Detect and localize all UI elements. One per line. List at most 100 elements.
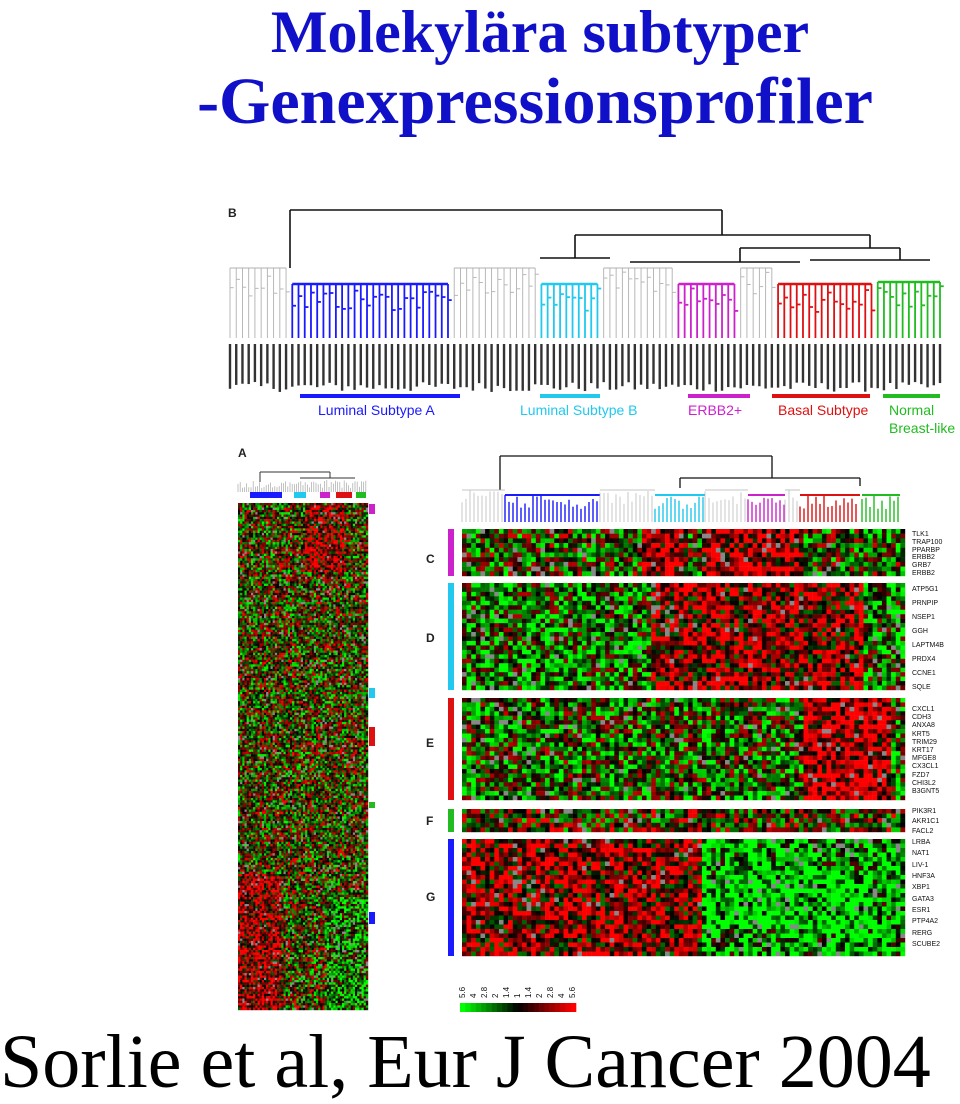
heatmap-cell bbox=[279, 591, 281, 594]
heatmap-cell bbox=[349, 632, 351, 635]
heatmap-cell bbox=[284, 521, 286, 524]
heatmap-cell bbox=[312, 515, 314, 518]
heatmap-cell bbox=[310, 584, 312, 587]
heatmap-cell bbox=[264, 664, 266, 667]
heatmap-cell bbox=[349, 503, 351, 506]
heatmap-cell bbox=[249, 644, 251, 647]
heatmap-cell bbox=[355, 561, 357, 564]
heatmap-cell bbox=[271, 510, 273, 513]
heatmap-cell bbox=[281, 653, 283, 656]
heatmap-cell bbox=[344, 664, 346, 667]
heatmap-cell bbox=[262, 515, 264, 518]
heatmap-cell bbox=[336, 519, 338, 522]
heatmap-cell bbox=[294, 551, 296, 554]
heatmap-cell bbox=[242, 588, 244, 591]
heatmap-cell bbox=[323, 669, 325, 672]
heatmap-cell bbox=[325, 660, 327, 663]
heatmap-cell bbox=[238, 574, 240, 577]
heatmap-cell bbox=[238, 671, 240, 674]
heatmap-cell bbox=[284, 648, 286, 651]
heatmap-cell bbox=[355, 648, 357, 651]
heatmap-cell bbox=[279, 623, 281, 626]
heatmap-cell bbox=[281, 547, 283, 550]
heatmap-cell bbox=[342, 526, 344, 529]
heatmap-cell bbox=[266, 503, 268, 506]
heatmap-cell bbox=[346, 579, 348, 582]
heatmap-cell bbox=[266, 505, 268, 508]
heatmap-cell bbox=[294, 600, 296, 603]
heatmap-cell bbox=[303, 621, 305, 624]
heatmap-cell bbox=[297, 593, 299, 596]
heatmap-cell bbox=[357, 660, 359, 663]
heatmap-cell bbox=[303, 521, 305, 524]
heatmap-cell bbox=[351, 655, 353, 658]
heatmap-cell bbox=[245, 535, 247, 538]
heatmap-cell bbox=[275, 662, 277, 665]
heatmap-cell bbox=[292, 531, 294, 534]
heatmap-cell bbox=[294, 667, 296, 670]
heatmap-cell bbox=[327, 625, 329, 628]
heatmap-cell bbox=[292, 533, 294, 536]
heatmap-cell bbox=[307, 597, 309, 600]
heatmap-cell bbox=[281, 503, 283, 506]
heatmap-cell bbox=[333, 561, 335, 564]
heatmap-cell bbox=[353, 597, 355, 600]
heatmap-cell bbox=[266, 528, 268, 531]
heatmap-cell bbox=[340, 570, 342, 573]
heatmap-cell bbox=[316, 664, 318, 667]
heatmap-cell bbox=[286, 671, 288, 674]
heatmap-cell bbox=[266, 547, 268, 550]
heatmap-cell bbox=[242, 519, 244, 522]
heatmap-cell bbox=[323, 664, 325, 667]
heatmap-cell bbox=[266, 646, 268, 649]
heatmap-cell bbox=[357, 609, 359, 612]
heatmap-cell bbox=[357, 517, 359, 520]
heatmap-cell bbox=[344, 667, 346, 670]
heatmap-cell bbox=[364, 616, 366, 619]
heatmap-cell bbox=[245, 602, 247, 605]
heatmap-cell bbox=[353, 579, 355, 582]
heatmap-cell bbox=[346, 660, 348, 663]
heatmap-cell bbox=[323, 602, 325, 605]
heatmap-cell bbox=[307, 667, 309, 670]
heatmap-cell bbox=[251, 604, 253, 607]
heatmap-cell bbox=[340, 574, 342, 577]
heatmap-cell bbox=[362, 535, 364, 538]
heatmap-cell bbox=[294, 563, 296, 566]
heatmap-cell bbox=[336, 625, 338, 628]
heatmap-cell bbox=[277, 528, 279, 531]
heatmap-cell bbox=[366, 572, 368, 575]
heatmap-cell bbox=[253, 597, 255, 600]
heatmap-cell bbox=[318, 565, 320, 568]
heatmap-cell bbox=[247, 547, 249, 550]
heatmap-cell bbox=[255, 586, 257, 589]
heatmap-cell bbox=[327, 505, 329, 508]
heatmap-cell bbox=[260, 641, 262, 644]
heatmap-cell bbox=[290, 625, 292, 628]
heatmap-cell bbox=[307, 554, 309, 557]
heatmap-cell bbox=[351, 623, 353, 626]
heatmap-cell bbox=[307, 517, 309, 520]
heatmap-cell bbox=[284, 538, 286, 541]
heatmap-cell bbox=[266, 607, 268, 610]
heatmap-cell bbox=[318, 614, 320, 617]
heatmap-cell bbox=[312, 646, 314, 649]
heatmap-cell bbox=[340, 669, 342, 672]
heatmap-cell bbox=[307, 614, 309, 617]
heatmap-cell bbox=[258, 602, 260, 605]
heatmap-cell bbox=[336, 639, 338, 642]
heatmap-cell bbox=[271, 515, 273, 518]
heatmap-cell bbox=[314, 602, 316, 605]
heatmap-cell bbox=[242, 531, 244, 534]
heatmap-cell bbox=[255, 584, 257, 587]
heatmap-cell bbox=[238, 664, 240, 667]
heatmap-cell bbox=[264, 574, 266, 577]
heatmap-cell bbox=[275, 554, 277, 557]
heatmap-cell bbox=[273, 644, 275, 647]
heatmap-cell bbox=[240, 648, 242, 651]
heatmap-cell bbox=[312, 521, 314, 524]
heatmap-cell bbox=[268, 607, 270, 610]
heatmap-cell bbox=[264, 632, 266, 635]
heatmap-cell bbox=[346, 648, 348, 651]
heatmap-cell bbox=[297, 627, 299, 630]
